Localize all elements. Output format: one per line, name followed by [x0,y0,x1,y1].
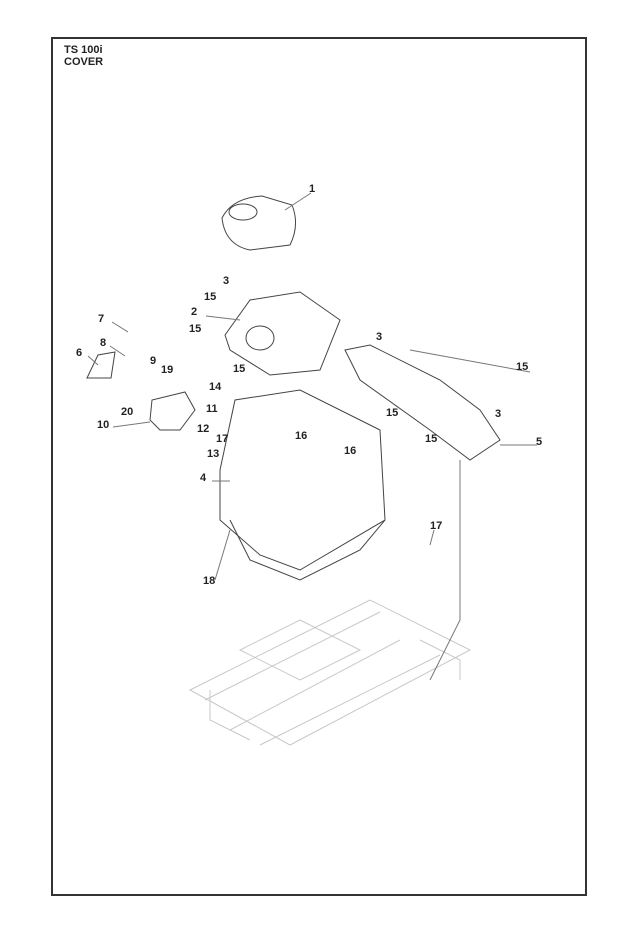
model-name: TS 100i [64,44,103,56]
callout-15: 15 [189,323,202,335]
part-4-body [219,389,386,571]
leader-lines [87,192,537,681]
callout-13: 13 [207,448,220,460]
callout-19: 19 [161,364,174,376]
chassis-frame [188,599,472,746]
callout-15: 15 [204,291,217,303]
part-10-bracket [149,391,196,431]
section-name: COVER [64,56,104,68]
callout-15: 15 [425,433,438,445]
part-5-rail [344,344,501,461]
callout-4: 4 [200,472,207,484]
callout-3: 3 [223,275,230,287]
callout-15: 15 [233,363,246,375]
diagram-frame [51,37,587,896]
callout-5: 5 [536,436,543,448]
callout-10: 10 [97,419,110,431]
callout-2: 2 [191,306,198,318]
callout-9: 9 [150,355,157,367]
callout-16: 16 [344,445,357,457]
callout-12: 12 [197,423,210,435]
part-6-panel [86,351,116,379]
callout-15: 15 [516,361,529,373]
callout-15: 15 [386,407,399,419]
callout-1: 1 [309,183,316,195]
callout-6: 6 [76,347,83,359]
callout-16: 16 [295,430,308,442]
callout-17: 17 [216,433,229,445]
callout-17: 17 [430,520,443,532]
callout-7: 7 [98,313,105,325]
callout-3: 3 [495,408,502,420]
part-1-steering-cover [221,195,296,251]
callout-11: 11 [206,403,218,415]
callout-20: 20 [121,406,134,418]
callout-3: 3 [376,331,383,343]
callout-8: 8 [100,337,107,349]
callout-18: 18 [203,575,216,587]
diagram-title: TS 100i COVER [64,44,103,68]
part-2-dashboard [224,291,341,376]
callout-14: 14 [209,381,222,393]
